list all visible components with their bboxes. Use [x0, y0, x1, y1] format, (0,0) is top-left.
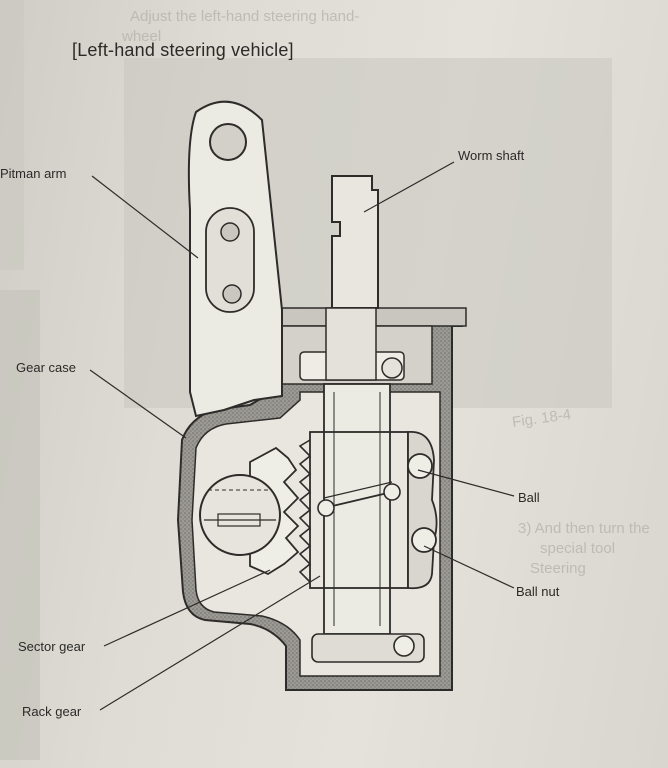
label-pitman-arm: Pitman arm: [0, 166, 67, 181]
diagram-title: [Left-hand steering vehicle]: [72, 40, 294, 60]
worm-shaft-neck: [325, 307, 377, 381]
leader-lines: [89, 161, 515, 711]
label-gear-case: Gear case: [16, 360, 76, 375]
label-ball-nut: Ball nut: [516, 584, 560, 599]
upper-bearing-ball: [381, 357, 403, 379]
pitman-arm-slot: [205, 207, 255, 313]
ball-lower: [411, 527, 437, 553]
worm-shaft: [331, 175, 379, 309]
bleed-text-top: Adjust the left-hand steering hand-: [130, 8, 360, 25]
bleed-text-2: special tool: [540, 540, 616, 557]
label-ball: Ball: [518, 490, 540, 505]
label-worm-shaft: Worm shaft: [458, 148, 525, 163]
bleed-text-step: 3) And then turn the: [518, 520, 650, 537]
bleed-text-3: Steering: [530, 560, 586, 577]
label-rack-gear: Rack gear: [22, 704, 82, 719]
sector-shaft: [199, 474, 281, 556]
lower-bearing-ball: [393, 635, 415, 657]
worm-body: [323, 383, 391, 635]
ball: [407, 453, 433, 479]
rack-gear-teeth: [298, 439, 312, 583]
label-sector-gear: Sector gear: [18, 639, 86, 654]
bleed-text-top2: wheel: [122, 28, 162, 45]
pitman-arm-top-hole: [209, 123, 247, 161]
